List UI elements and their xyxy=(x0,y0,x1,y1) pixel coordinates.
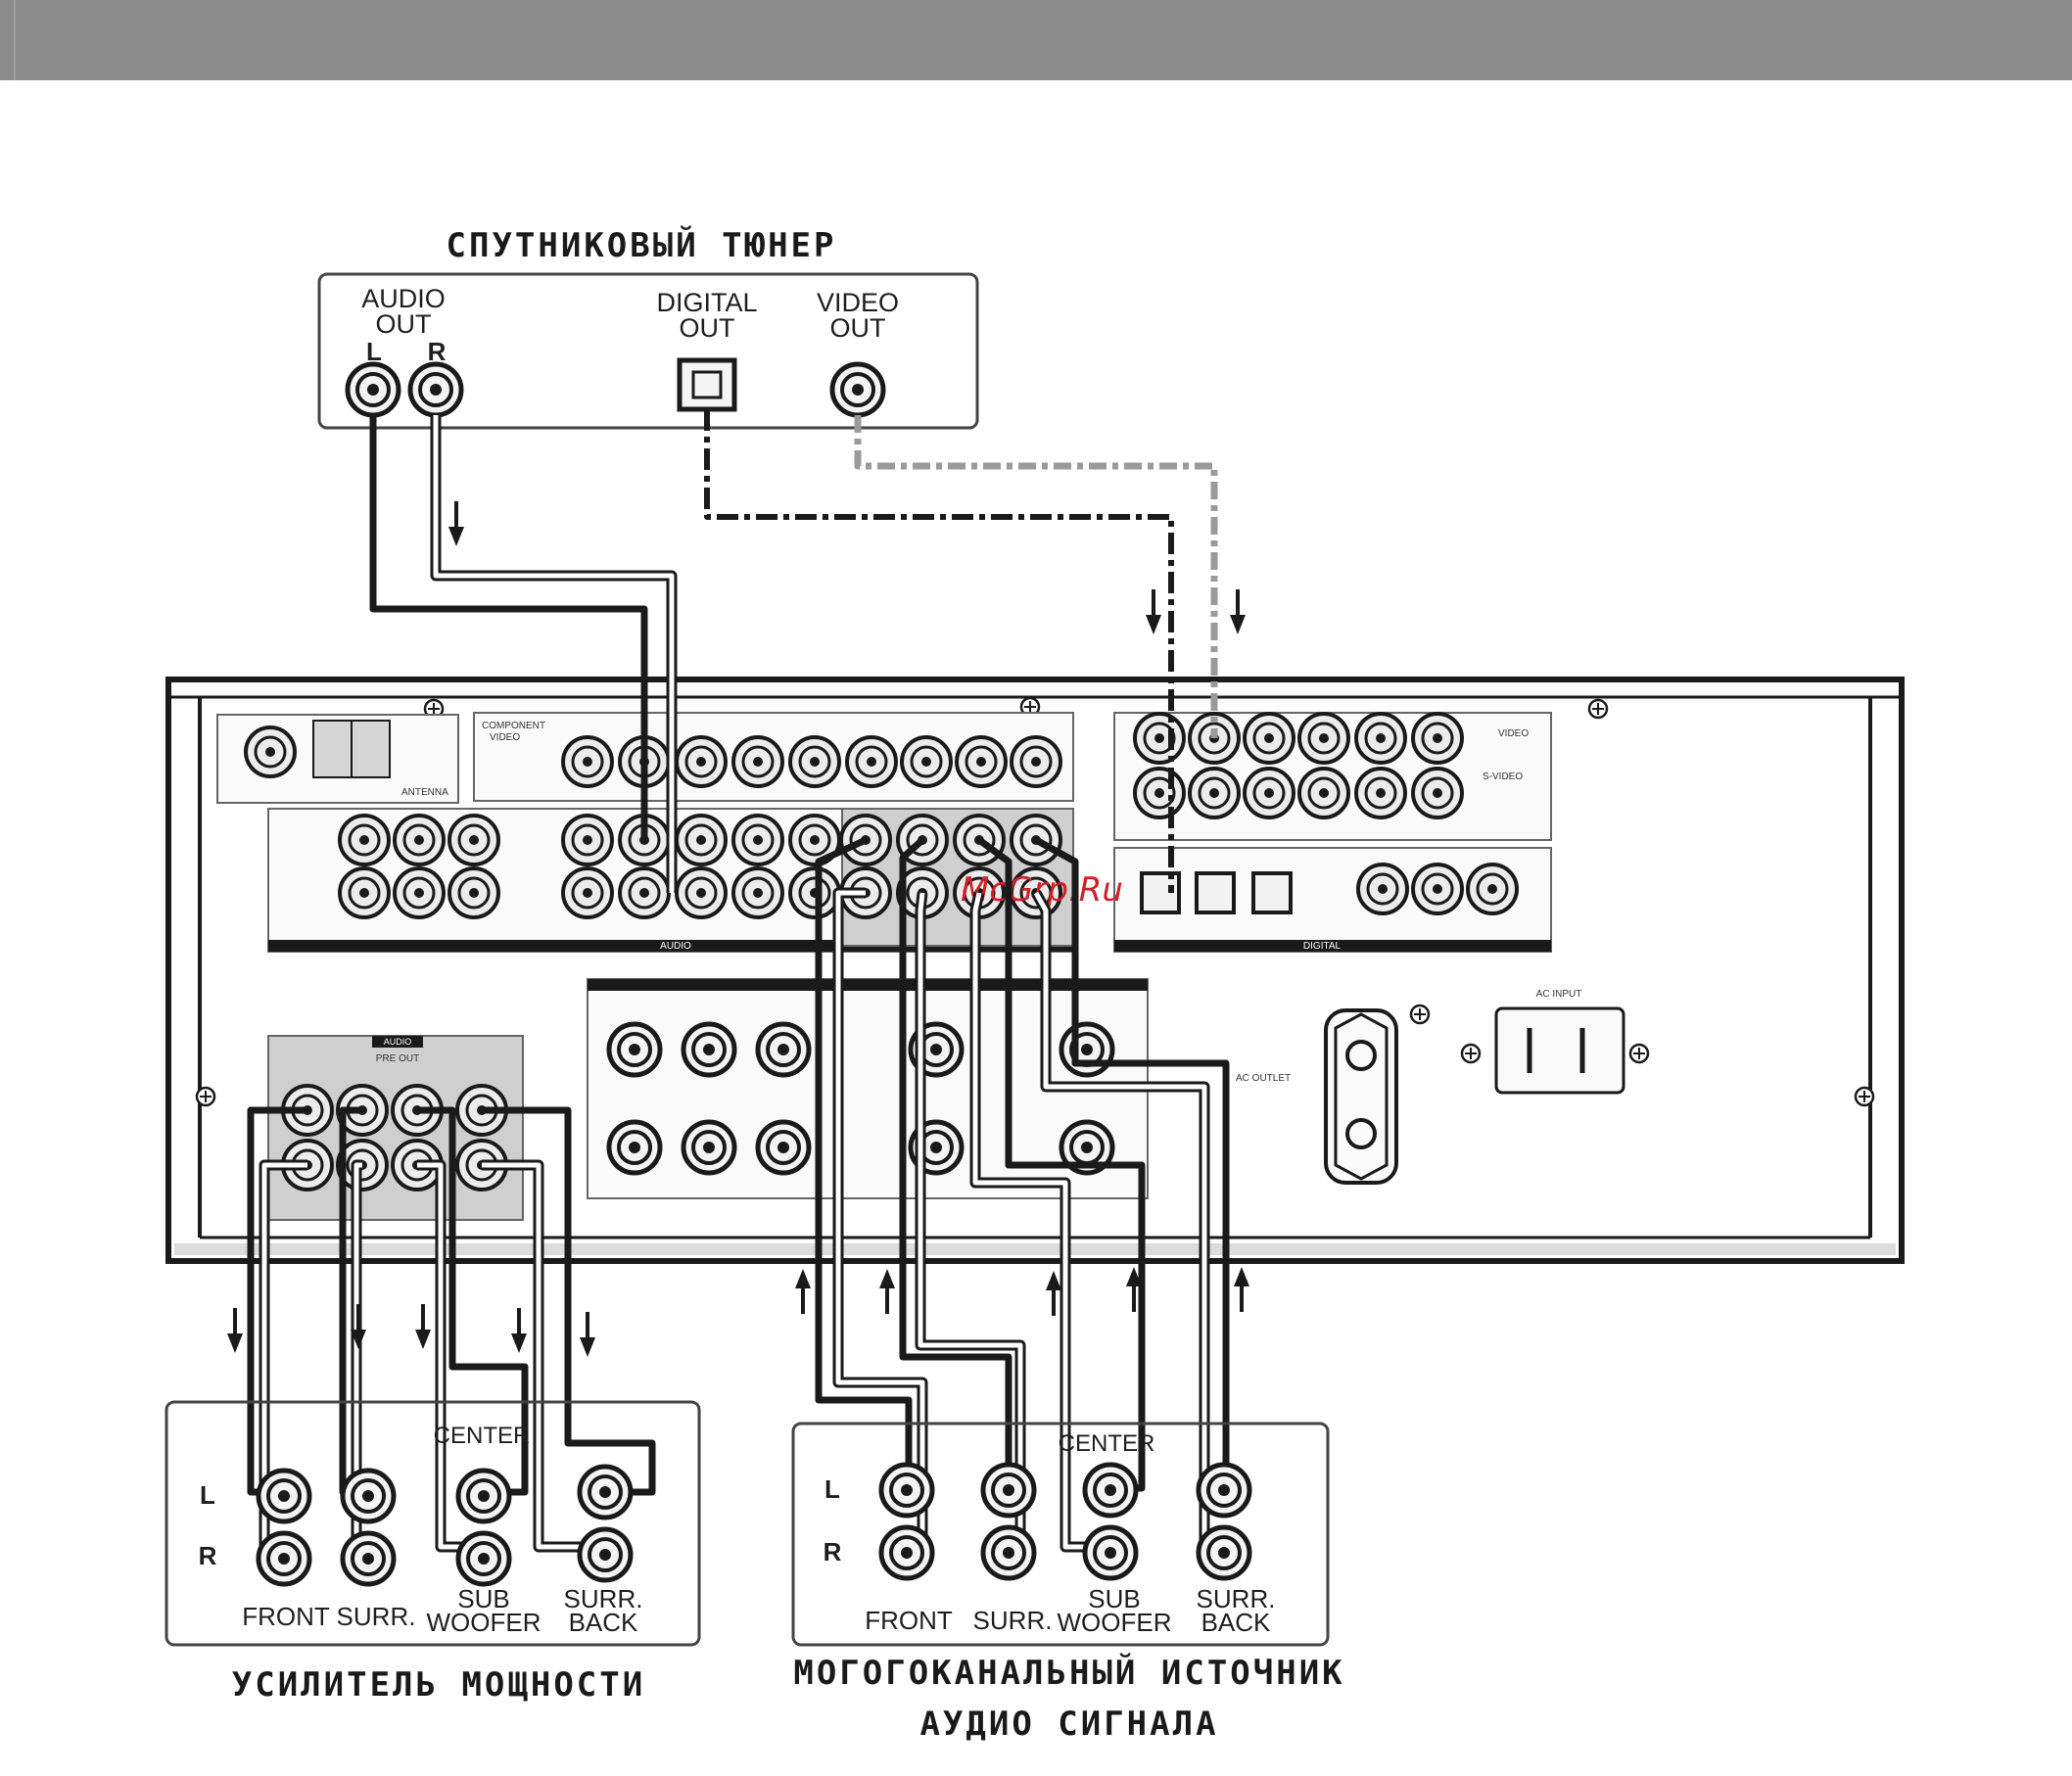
receiver-rear-panel: ANTENNA COMPONENT VIDEO AUDIO xyxy=(168,679,1902,1261)
src-center-label: CENTER xyxy=(1059,1430,1155,1457)
audio-input-jacks-top xyxy=(340,816,839,865)
arrow-down-icon xyxy=(415,1304,431,1349)
chassis-screw xyxy=(1630,1045,1648,1062)
digital-section-label: DIGITAL xyxy=(1303,941,1342,952)
tuner-left-label: L xyxy=(366,337,382,366)
amp-right-label: R xyxy=(199,1541,217,1570)
s-video-label: S-VIDEO xyxy=(1483,771,1523,782)
arrow-down-icon xyxy=(227,1308,243,1353)
preout-label: AUDIO xyxy=(384,1037,412,1047)
amp-surr-label: SURR. xyxy=(337,1602,416,1631)
tuner-audio-right-jack xyxy=(410,364,461,415)
arrow-down-icon xyxy=(1230,589,1246,634)
arrow-up-icon xyxy=(1234,1267,1249,1312)
arrow-up-icon xyxy=(795,1269,811,1314)
amp-front-left-jack xyxy=(259,1471,309,1521)
src-sub-label-2: WOOFER xyxy=(1058,1608,1172,1637)
amp-surrback-label-2: BACK xyxy=(569,1608,638,1637)
multichannel-source-title: МОГОГОКАНАЛЬНЫЙ ИСТОЧНИК xyxy=(793,1653,1344,1693)
src-right-label: R xyxy=(824,1537,842,1566)
arrow-down-icon xyxy=(1146,589,1161,634)
tuner-optical-jack xyxy=(680,360,734,409)
satellite-tuner: СПУТНИКОВЫЙ ТЮНЕР AUDIO OUT L R DIGITAL … xyxy=(319,225,977,428)
tuner-right-label: R xyxy=(428,337,447,366)
fm-antenna-jack xyxy=(246,727,295,776)
power-amplifier: L R CENTER FRONT SURR. SUB WOOFER SURR. … xyxy=(166,1402,699,1705)
multichannel-source-title-2: АУДИО СИГНАЛА xyxy=(919,1705,1218,1744)
ac-input-label: AC INPUT xyxy=(1536,989,1582,1000)
chassis-screw xyxy=(1856,1088,1873,1105)
amp-surr-right-jack xyxy=(343,1533,394,1584)
coaxial-jacks xyxy=(1358,865,1517,913)
satellite-tuner-title: СПУТНИКОВЫЙ ТЮНЕР xyxy=(447,225,837,265)
chassis-screw xyxy=(1411,1005,1429,1023)
tuner-audio-left-jack xyxy=(348,364,399,415)
src-front-label: FRONT xyxy=(865,1606,953,1635)
audio-section-label: AUDIO xyxy=(660,941,691,952)
arrow-up-icon xyxy=(1046,1271,1061,1316)
video-label: VIDEO xyxy=(1498,728,1529,739)
tuner-video-out-jack xyxy=(832,364,883,415)
src-surr-label: SURR. xyxy=(973,1606,1053,1635)
src-center-jack xyxy=(1085,1465,1136,1516)
arrow-up-icon xyxy=(879,1269,895,1314)
component-video-label-2: VIDEO xyxy=(490,732,520,743)
component-video-label: COMPONENT xyxy=(482,721,545,731)
amp-surr-left-jack xyxy=(343,1471,394,1521)
src-surrback-left-jack xyxy=(1199,1465,1249,1516)
power-amplifier-title: УСИЛИТЕЛЬ МОЩНОСТИ xyxy=(232,1665,645,1705)
amp-sub-label-2: WOOFER xyxy=(427,1608,542,1637)
chassis-screw xyxy=(197,1088,214,1105)
src-surr-left-jack xyxy=(983,1465,1034,1516)
audio-out-label-2: OUT xyxy=(376,309,432,339)
src-sub-jack xyxy=(1085,1527,1136,1578)
amp-front-right-jack xyxy=(259,1533,309,1584)
amp-center-jack xyxy=(458,1471,509,1521)
arrow-down-icon xyxy=(448,501,464,546)
amp-sub-jack xyxy=(458,1533,509,1584)
src-left-label: L xyxy=(824,1474,840,1504)
amp-front-label: FRONT xyxy=(242,1602,330,1631)
amp-left-label: L xyxy=(200,1480,215,1510)
digital-out-label-2: OUT xyxy=(680,313,735,343)
amp-surrback-left-jack xyxy=(580,1467,631,1518)
arrow-down-icon xyxy=(511,1308,527,1353)
chassis-screw xyxy=(1589,700,1607,718)
src-surrback-right-jack xyxy=(1199,1527,1249,1578)
amp-surrback-right-jack xyxy=(580,1529,631,1580)
component-video-jacks xyxy=(563,737,1060,786)
src-front-right-jack xyxy=(881,1527,932,1578)
src-surrback-label-2: BACK xyxy=(1201,1608,1271,1637)
antenna-label: ANTENNA xyxy=(401,787,448,798)
video-out-label-2: OUT xyxy=(830,313,886,343)
amp-center-label: CENTER xyxy=(434,1423,531,1449)
src-surr-right-jack xyxy=(983,1527,1034,1578)
arrow-down-icon xyxy=(580,1312,595,1357)
ac-outlet-label: AC OUTLET xyxy=(1236,1073,1291,1084)
chassis-screw xyxy=(1462,1045,1480,1062)
optical-jacks xyxy=(1142,873,1291,912)
preout-label-2: PRE OUT xyxy=(376,1053,419,1064)
audio-input-jacks-bottom xyxy=(340,868,839,917)
src-front-left-jack xyxy=(881,1465,932,1516)
